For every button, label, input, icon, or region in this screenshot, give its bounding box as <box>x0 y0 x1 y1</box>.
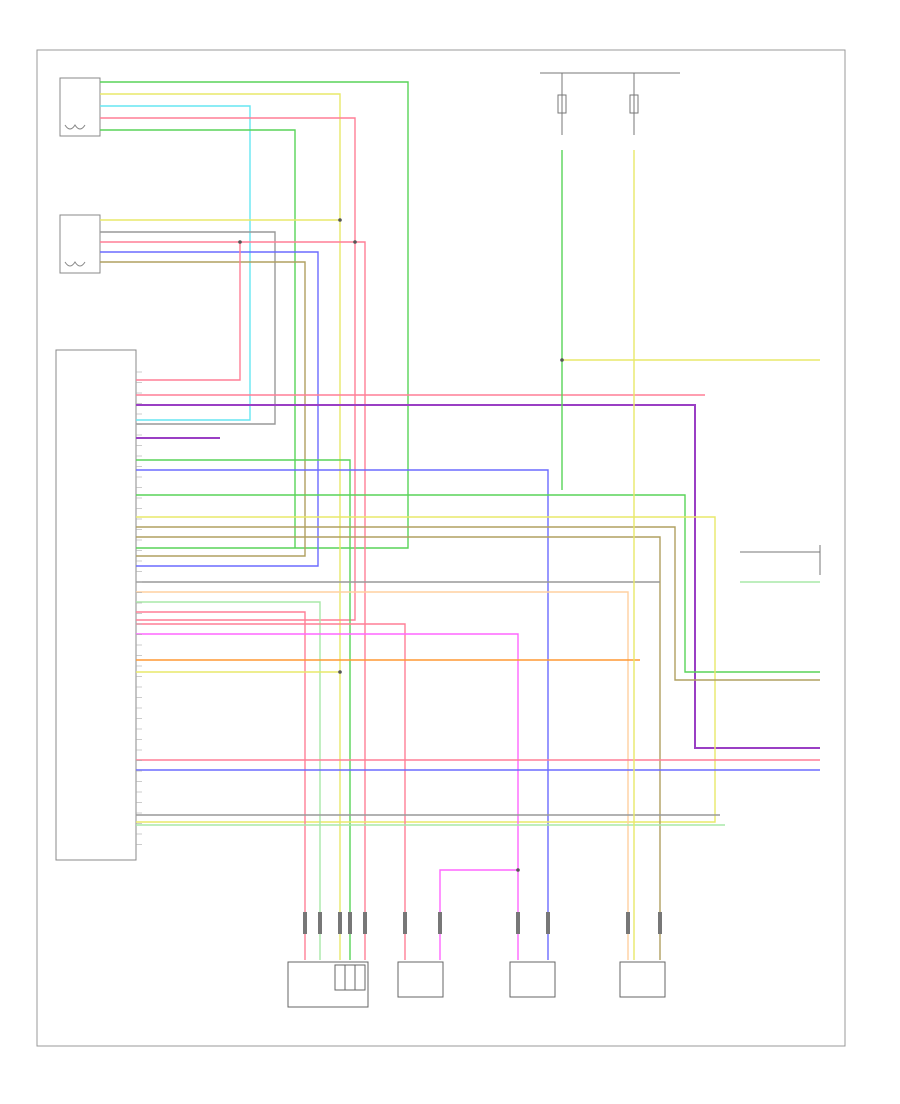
bottom-component-1 <box>287 961 369 1008</box>
splice-dot-0 <box>338 218 342 222</box>
bottom-component-3 <box>509 961 556 998</box>
bottom-component-4 <box>619 961 666 998</box>
terminal-cap-5 <box>403 912 407 934</box>
wire-green-0 <box>100 81 409 549</box>
terminal-cap-2 <box>338 912 342 934</box>
ecm-box <box>55 349 137 861</box>
wire-red-23 <box>136 611 306 960</box>
wire-red-24 <box>136 623 406 960</box>
splice-dot-4 <box>338 670 342 674</box>
diagram-frame <box>36 49 846 1047</box>
terminal-cap-7 <box>516 912 520 934</box>
terminal-cap-9 <box>626 912 630 934</box>
wire-red-7 <box>100 241 366 960</box>
splice-dot-1 <box>238 240 242 244</box>
front-o2-sensor-connector <box>59 214 101 274</box>
wire-yellow-17 <box>136 516 716 823</box>
wire-magenta-25 <box>136 633 519 960</box>
splice-dot-5 <box>516 868 520 872</box>
wire-green-4 <box>100 129 296 548</box>
fuse-block <box>540 72 680 135</box>
wire-red-10 <box>136 242 241 381</box>
wire-lightgreen-22 <box>136 601 321 960</box>
wire-olive-9 <box>100 261 306 557</box>
wire-cyan-2 <box>100 105 251 421</box>
terminal-cap-8 <box>546 912 550 934</box>
terminal-cap-6 <box>438 912 442 934</box>
wire-olive-18 <box>136 526 820 681</box>
terminal-cap-1 <box>318 912 322 934</box>
terminal-cap-10 <box>658 912 662 934</box>
terminal-cap-3 <box>348 912 352 934</box>
right-connector <box>740 545 821 575</box>
splice-dots <box>238 218 564 872</box>
bottom-component-2 <box>397 961 444 998</box>
wire-blue-8 <box>100 251 319 567</box>
splice-dot-2 <box>353 240 357 244</box>
terminal-cap-0 <box>303 912 307 934</box>
terminal-cap-4 <box>363 912 367 934</box>
wire-magenta-35 <box>439 869 518 960</box>
wire-peach-21 <box>136 591 629 960</box>
splice-dot-3 <box>560 358 564 362</box>
wire-blue-15 <box>136 469 549 960</box>
wire-purple-12 <box>136 404 820 749</box>
wire-green-16 <box>136 494 820 673</box>
wires <box>100 81 820 960</box>
wire-red-3 <box>100 117 356 621</box>
wire-gray-6 <box>100 231 276 425</box>
rear-o2-sensor-connector <box>59 77 101 137</box>
wire-green-14 <box>136 459 351 960</box>
wire-olive-19 <box>136 536 661 960</box>
ecm-pin-ticks <box>136 371 662 934</box>
